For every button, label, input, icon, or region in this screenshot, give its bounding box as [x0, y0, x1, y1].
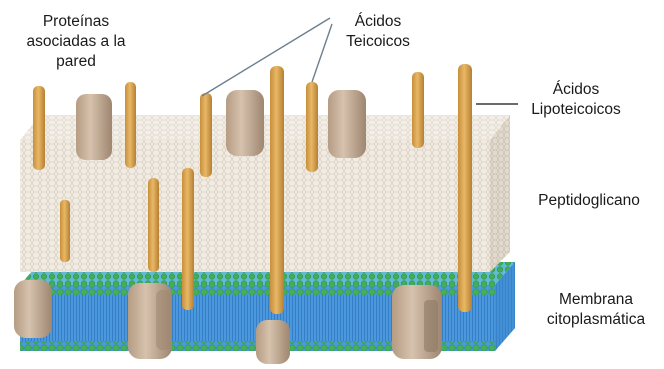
label-peptidoglicano: Peptidoglicano	[520, 191, 658, 211]
teichoic-acid-rod	[33, 86, 45, 170]
lipoteichoic-acid-rod	[270, 66, 284, 314]
teichoic-acid-rod	[412, 72, 424, 148]
label-proteinas: Proteínas asociadas a la pared	[8, 12, 144, 72]
lipoteichoic-acid-rod	[182, 168, 194, 310]
wall-protein	[226, 90, 264, 156]
label-acidos-lipoteicoicos: Ácidos Lipoteicoicos	[520, 80, 632, 120]
membrane-protein	[392, 285, 442, 359]
membrane-protein	[128, 283, 172, 359]
wall-protein	[328, 90, 366, 158]
membrane-protein	[14, 280, 52, 338]
lipoteichoic-acid-rod	[458, 64, 472, 312]
teichoic-acid-rod	[125, 82, 136, 168]
label-acidos-teicoicos: Ácidos Teicoicos	[326, 12, 430, 52]
teichoic-acid-rod	[306, 82, 318, 172]
teichoic-acid-rod	[200, 93, 212, 177]
label-membrana: Membrana citoplasmática	[530, 290, 662, 330]
wall-protein	[76, 94, 112, 160]
teichoic-acid-rod	[60, 200, 70, 262]
teichoic-acid-rod	[148, 178, 159, 272]
membrane-protein	[256, 320, 290, 364]
